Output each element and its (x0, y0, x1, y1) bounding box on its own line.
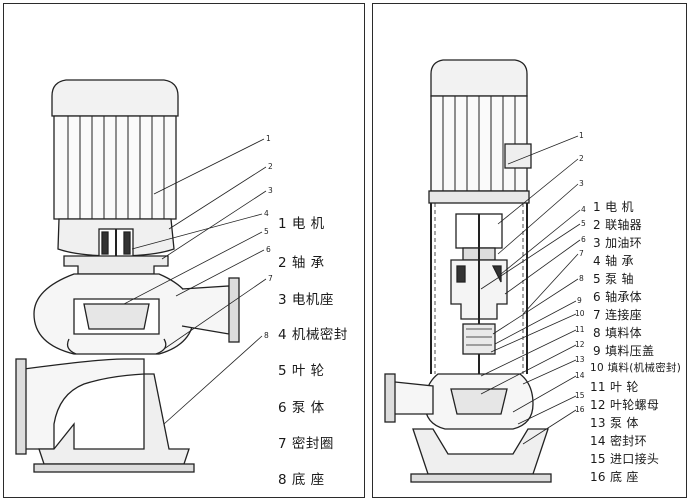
callout: 15 (575, 391, 585, 400)
callout: 13 (575, 355, 585, 364)
legend-item: 1 电 机 (278, 216, 325, 232)
legend-item: 3 加油环 (593, 236, 642, 250)
callout: 10 (575, 309, 585, 318)
callout: 6 (266, 245, 271, 254)
motor-fins (67, 116, 165, 219)
legend-item: 8 底 座 (278, 472, 325, 488)
legend-item: 6 轴承体 (593, 290, 642, 304)
legend-item: 4 轴 承 (593, 254, 634, 268)
legend-item: 1 电 机 (593, 200, 634, 214)
callout: 11 (575, 325, 585, 334)
legend-item: 5 泵 轴 (593, 272, 634, 286)
motor-top-cap (51, 79, 179, 117)
callout: 3 (268, 186, 273, 195)
left-diagram-panel: 1 2 3 4 5 6 7 8 1 电 机 2 轴 承 3 电机座 4 机械密封… (3, 3, 365, 498)
callout: 6 (581, 235, 586, 244)
legend-item: 3 电机座 (278, 292, 334, 308)
callout: 5 (581, 219, 586, 228)
right-pump-drawing: 1 2 3 4 5 6 7 8 9 10 11 12 13 14 15 16 (384, 59, 586, 483)
callout: 4 (581, 205, 586, 214)
legend-item: 12 叶轮螺母 (590, 398, 660, 412)
left-callout-numbers: 1 2 3 4 5 6 7 8 (264, 134, 273, 340)
callout: 8 (579, 274, 584, 283)
callout: 9 (577, 296, 582, 305)
legend-item: 9 填料压盖 (593, 344, 655, 358)
legend-item: 5 叶 轮 (278, 363, 325, 379)
right-diagram-panel: 1 2 3 4 5 6 7 8 9 10 11 12 13 14 15 16 1… (372, 3, 687, 498)
legend-item: 8 填料体 (593, 326, 642, 340)
callout: 7 (579, 249, 584, 258)
legend-item: 6 泵 体 (278, 400, 325, 416)
callout: 5 (264, 227, 269, 236)
callout: 2 (579, 154, 584, 163)
legend-item: 7 密封圈 (278, 436, 334, 452)
left-pump-drawing: 1 2 3 4 5 6 7 8 (15, 79, 273, 473)
legend-item: 11 叶 轮 (590, 380, 639, 394)
legend-item: 16 底 座 (590, 470, 639, 484)
legend-item: 4 机械密封 (278, 327, 348, 343)
callout: 14 (575, 371, 585, 380)
callout: 2 (268, 162, 273, 171)
callout: 1 (579, 131, 584, 140)
legend-item: 10 填料(机械密封) (590, 362, 682, 374)
legend-item: 2 轴 承 (278, 255, 325, 271)
callout: 16 (575, 405, 585, 414)
callout: 8 (264, 331, 269, 340)
legend-item: 15 进口接头 (590, 452, 660, 466)
callout: 4 (264, 209, 269, 218)
callout: 3 (579, 179, 584, 188)
legend-item: 7 连接座 (593, 308, 642, 322)
inlet-bend (23, 358, 145, 450)
callout: 1 (266, 134, 271, 143)
leader-lines (123, 138, 267, 425)
legend-item: 2 联轴器 (593, 218, 642, 232)
legend-item: 14 密封环 (590, 434, 647, 448)
callout: 12 (575, 340, 585, 349)
right-callout-numbers: 1 2 3 4 5 6 7 8 9 10 11 12 13 14 15 16 (575, 131, 586, 414)
legend-item: 13 泵 体 (590, 416, 639, 430)
callout: 7 (268, 274, 273, 283)
motor-body (53, 115, 177, 220)
